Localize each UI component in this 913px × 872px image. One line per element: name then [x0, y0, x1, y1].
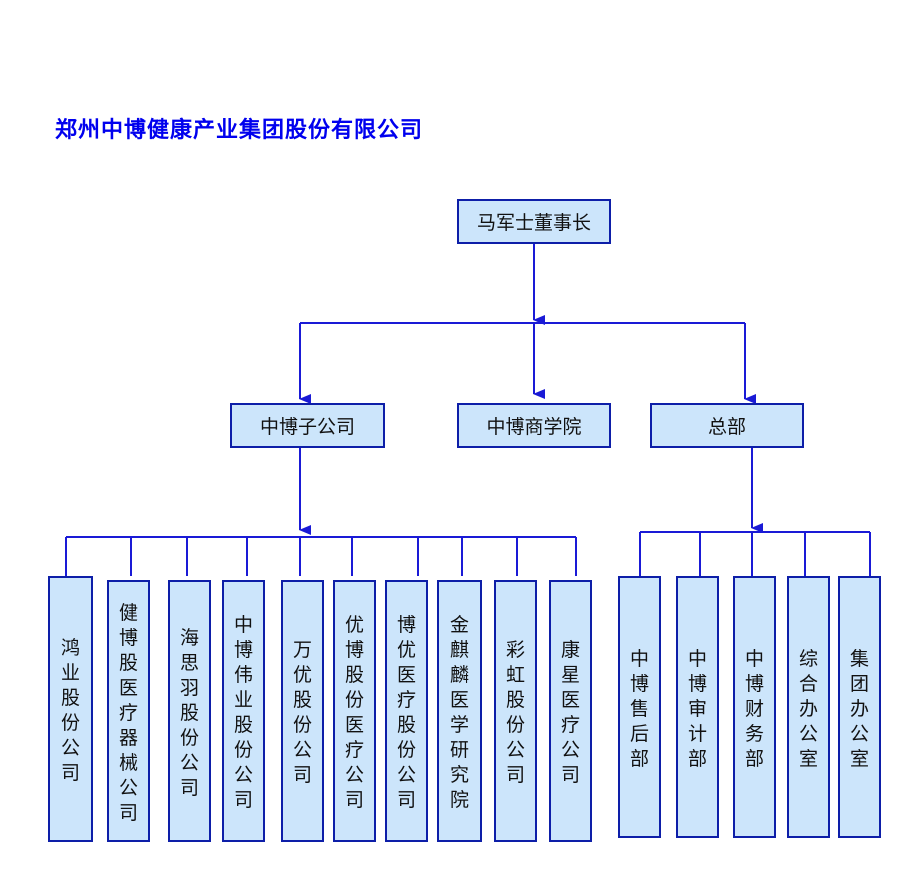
subsidiary-box-label: 中博伟业股份公司	[233, 614, 253, 811]
subsidiary-box[interactable]: 中博伟业股份公司	[222, 580, 265, 842]
headquarters-box[interactable]: 总部	[650, 403, 804, 448]
company-title: 郑州中博健康产业集团股份有限公司	[55, 118, 424, 143]
subsidiary-box-label: 海思羽股份公司	[179, 627, 199, 799]
subsidiary-box[interactable]: 优博股份医疗公司	[333, 580, 376, 842]
subsidiary-box[interactable]: 万优股份公司	[281, 580, 324, 842]
subsidiary-box-label: 万优股份公司	[292, 639, 312, 786]
subsidiary-box[interactable]: 金麒麟医学研究院	[437, 580, 482, 842]
subsidiary-box-label: 健博股医疗器械公司	[118, 602, 138, 824]
subsidiary-box[interactable]: 彩虹股份公司	[494, 580, 537, 842]
department-box[interactable]: 综合办公室	[787, 576, 830, 838]
subsidiaries-label: 中博子公司	[259, 416, 355, 438]
headquarters-label: 总部	[707, 416, 746, 438]
department-box[interactable]: 集团办公室	[838, 576, 881, 838]
department-box[interactable]: 中博财务部	[733, 576, 776, 838]
department-box-label: 综合办公室	[798, 648, 818, 770]
department-box-label: 中博售后部	[629, 648, 649, 770]
subsidiary-box[interactable]: 博优医疗股份公司	[385, 580, 428, 842]
subsidiary-box[interactable]: 鸿业股份公司	[48, 576, 93, 842]
subsidiary-box[interactable]: 康星医疗公司	[549, 580, 592, 842]
business-school-label: 中博商学院	[486, 416, 582, 438]
subsidiary-box[interactable]: 健博股医疗器械公司	[107, 580, 150, 842]
department-box-label: 中博审计部	[687, 648, 707, 770]
subsidiary-box-label: 优博股份医疗公司	[344, 614, 364, 811]
subsidiary-box-label: 彩虹股份公司	[505, 639, 525, 786]
subsidiary-box[interactable]: 海思羽股份公司	[168, 580, 211, 842]
business-school-box[interactable]: 中博商学院	[457, 403, 611, 448]
subsidiary-box-label: 金麒麟医学研究院	[449, 614, 469, 811]
subsidiary-box-label: 鸿业股份公司	[60, 637, 80, 784]
department-box[interactable]: 中博审计部	[676, 576, 719, 838]
subsidiary-box-label: 康星医疗公司	[560, 639, 580, 786]
department-box-label: 中博财务部	[744, 648, 764, 770]
subsidiary-box-label: 博优医疗股份公司	[396, 614, 416, 811]
department-box[interactable]: 中博售后部	[618, 576, 661, 838]
chairman-label: 马军士董事长	[476, 212, 591, 234]
department-box-label: 集团办公室	[849, 648, 869, 770]
chairman-box[interactable]: 马军士董事长	[457, 199, 611, 244]
subsidiaries-box[interactable]: 中博子公司	[230, 403, 385, 448]
